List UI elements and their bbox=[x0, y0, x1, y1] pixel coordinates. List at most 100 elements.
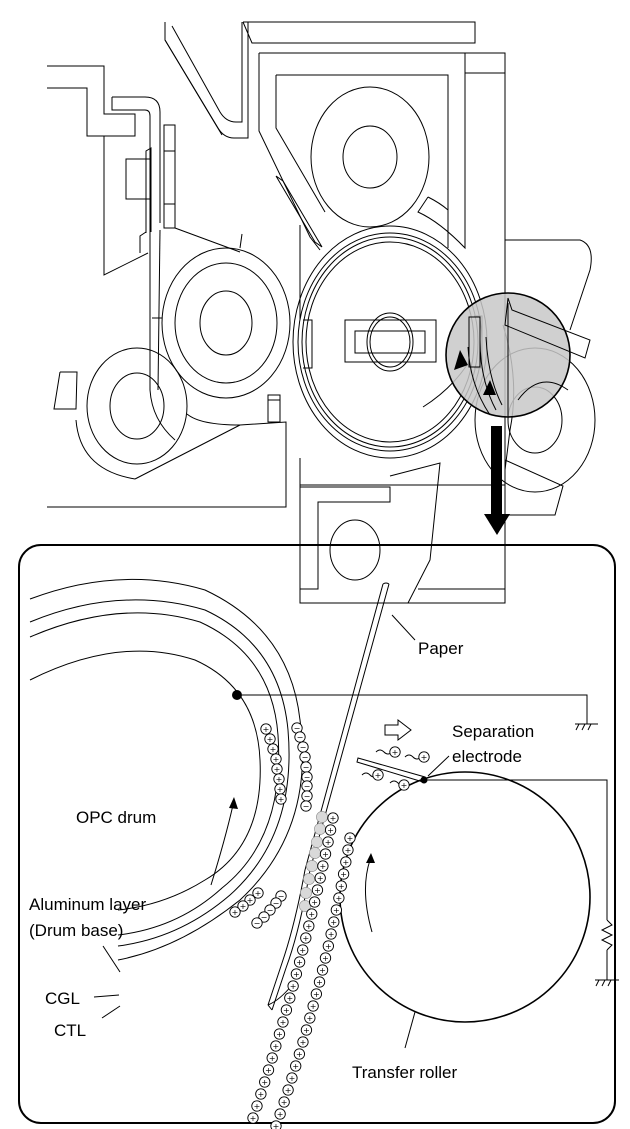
positive-charge bbox=[310, 988, 323, 1000]
positive-charge-symbol: + bbox=[258, 1090, 265, 1099]
negative-charge-symbol: − bbox=[294, 724, 301, 733]
positive-charge bbox=[327, 812, 339, 824]
positive-charge bbox=[337, 868, 350, 880]
positive-charge-symbol: + bbox=[392, 748, 399, 757]
ctl-layer-arc bbox=[29, 578, 303, 961]
positive-charge-symbol: + bbox=[286, 994, 293, 1003]
positive-charge-symbol: + bbox=[285, 1086, 292, 1095]
positive-charge-symbol: + bbox=[281, 1098, 288, 1107]
positive-charge bbox=[290, 1060, 302, 1072]
positive-charge bbox=[342, 844, 354, 856]
negative-charge-symbol: − bbox=[304, 792, 311, 801]
positive-charge bbox=[311, 884, 324, 896]
rotation-arrow-head bbox=[454, 350, 468, 370]
positive-charge bbox=[277, 1016, 289, 1028]
drum-rotation-arrow bbox=[210, 797, 238, 886]
negative-charge bbox=[300, 800, 312, 812]
positive-charge-symbol: + bbox=[327, 826, 334, 835]
toner-particle bbox=[311, 836, 323, 848]
positive-charge-symbol: + bbox=[273, 1122, 280, 1129]
positive-charge bbox=[303, 920, 315, 932]
positive-charge-symbol: + bbox=[306, 1014, 313, 1023]
rotation-arrow-head bbox=[483, 380, 496, 395]
cleaner-housing bbox=[299, 225, 506, 604]
positive-charge-symbol: + bbox=[308, 910, 315, 919]
positive-charge bbox=[264, 733, 276, 745]
positive-charge bbox=[325, 928, 337, 940]
positive-charge-symbol: + bbox=[322, 850, 329, 859]
positive-charge-symbol: + bbox=[263, 725, 270, 734]
negative-charge-symbol: − bbox=[278, 892, 285, 901]
positive-charge bbox=[252, 887, 264, 899]
label-leaders bbox=[93, 945, 121, 1019]
positive-charge-symbol: + bbox=[277, 785, 284, 794]
overview-diagram bbox=[47, 21, 596, 604]
positive-charge bbox=[330, 904, 343, 916]
positive-charge-symbol: + bbox=[320, 862, 327, 871]
negative-charge bbox=[251, 917, 263, 929]
resistor-icon bbox=[600, 919, 614, 951]
positive-charge-symbol: + bbox=[330, 814, 337, 823]
positive-charge-symbol: + bbox=[247, 896, 254, 905]
positive-charge bbox=[255, 1088, 267, 1100]
positive-charge bbox=[259, 1076, 271, 1088]
aluminum-layer-arc bbox=[29, 650, 261, 911]
positive-charge-symbol: + bbox=[290, 982, 297, 991]
positive-charge bbox=[398, 779, 410, 791]
positive-charge-symbol: + bbox=[232, 908, 239, 917]
positive-charge-symbol: + bbox=[330, 918, 337, 927]
positive-charge bbox=[308, 896, 321, 908]
positive-charge-symbol: + bbox=[240, 902, 247, 911]
positive-charge bbox=[270, 1120, 282, 1129]
positive-charge bbox=[286, 1072, 298, 1084]
transfer-roller-label: Transfer roller bbox=[352, 1063, 458, 1082]
positive-charge-symbol: + bbox=[302, 934, 309, 943]
positive-charge-symbol: + bbox=[317, 874, 324, 883]
charge-roller bbox=[310, 86, 430, 228]
positive-charge bbox=[333, 892, 345, 904]
positive-charge bbox=[297, 944, 309, 956]
toner-particle bbox=[300, 887, 312, 899]
positive-charge bbox=[270, 1040, 282, 1052]
positive-charge-symbol: + bbox=[322, 954, 329, 963]
positive-charge-symbol: + bbox=[280, 1018, 287, 1027]
positive-charge bbox=[247, 1112, 259, 1124]
zoom-arrow bbox=[484, 426, 510, 535]
positive-charge bbox=[316, 964, 329, 976]
positive-charge bbox=[273, 1028, 286, 1040]
positive-charge-symbol: + bbox=[276, 775, 283, 784]
ctl-label: CTL bbox=[54, 1021, 86, 1040]
negative-charge-symbol: − bbox=[261, 913, 268, 922]
charge-particles: ++++++++−−−−−−−−−++++−−−−−++++++++++++++… bbox=[229, 722, 430, 1129]
positive-charge-symbol: + bbox=[347, 834, 354, 843]
positive-charge bbox=[328, 916, 340, 928]
positive-charge bbox=[267, 743, 279, 755]
opc-drum-label: OPC drum bbox=[76, 808, 156, 827]
negative-charge-symbol: − bbox=[300, 743, 307, 752]
cgl-label: CGL bbox=[45, 989, 80, 1008]
positive-charge-symbol: + bbox=[336, 894, 343, 903]
positive-charge bbox=[280, 1004, 293, 1016]
positive-charge bbox=[282, 1084, 294, 1096]
aluminum-layer-label-line1: Aluminum layer bbox=[29, 895, 146, 914]
positive-charge bbox=[251, 1100, 263, 1112]
positive-charge-symbol: + bbox=[289, 1074, 296, 1083]
toner-particle bbox=[309, 847, 321, 859]
positive-charge bbox=[284, 992, 296, 1004]
positive-charge bbox=[322, 836, 334, 848]
positive-charge bbox=[322, 940, 334, 952]
positive-charge-symbol: + bbox=[250, 1114, 257, 1123]
positive-charge-symbol: + bbox=[300, 1038, 307, 1047]
separation-electrode bbox=[356, 718, 619, 987]
positive-charge-symbol: + bbox=[316, 978, 323, 987]
paper-sheet bbox=[267, 582, 416, 1011]
developer-housing bbox=[47, 227, 287, 508]
positive-charge-symbol: + bbox=[325, 942, 332, 951]
positive-charge-symbol: + bbox=[338, 882, 345, 891]
negative-charge-symbol: − bbox=[254, 919, 261, 928]
positive-charge bbox=[319, 848, 332, 860]
ground-icon bbox=[575, 723, 598, 731]
positive-charge bbox=[340, 856, 352, 868]
positive-charge bbox=[306, 908, 318, 920]
